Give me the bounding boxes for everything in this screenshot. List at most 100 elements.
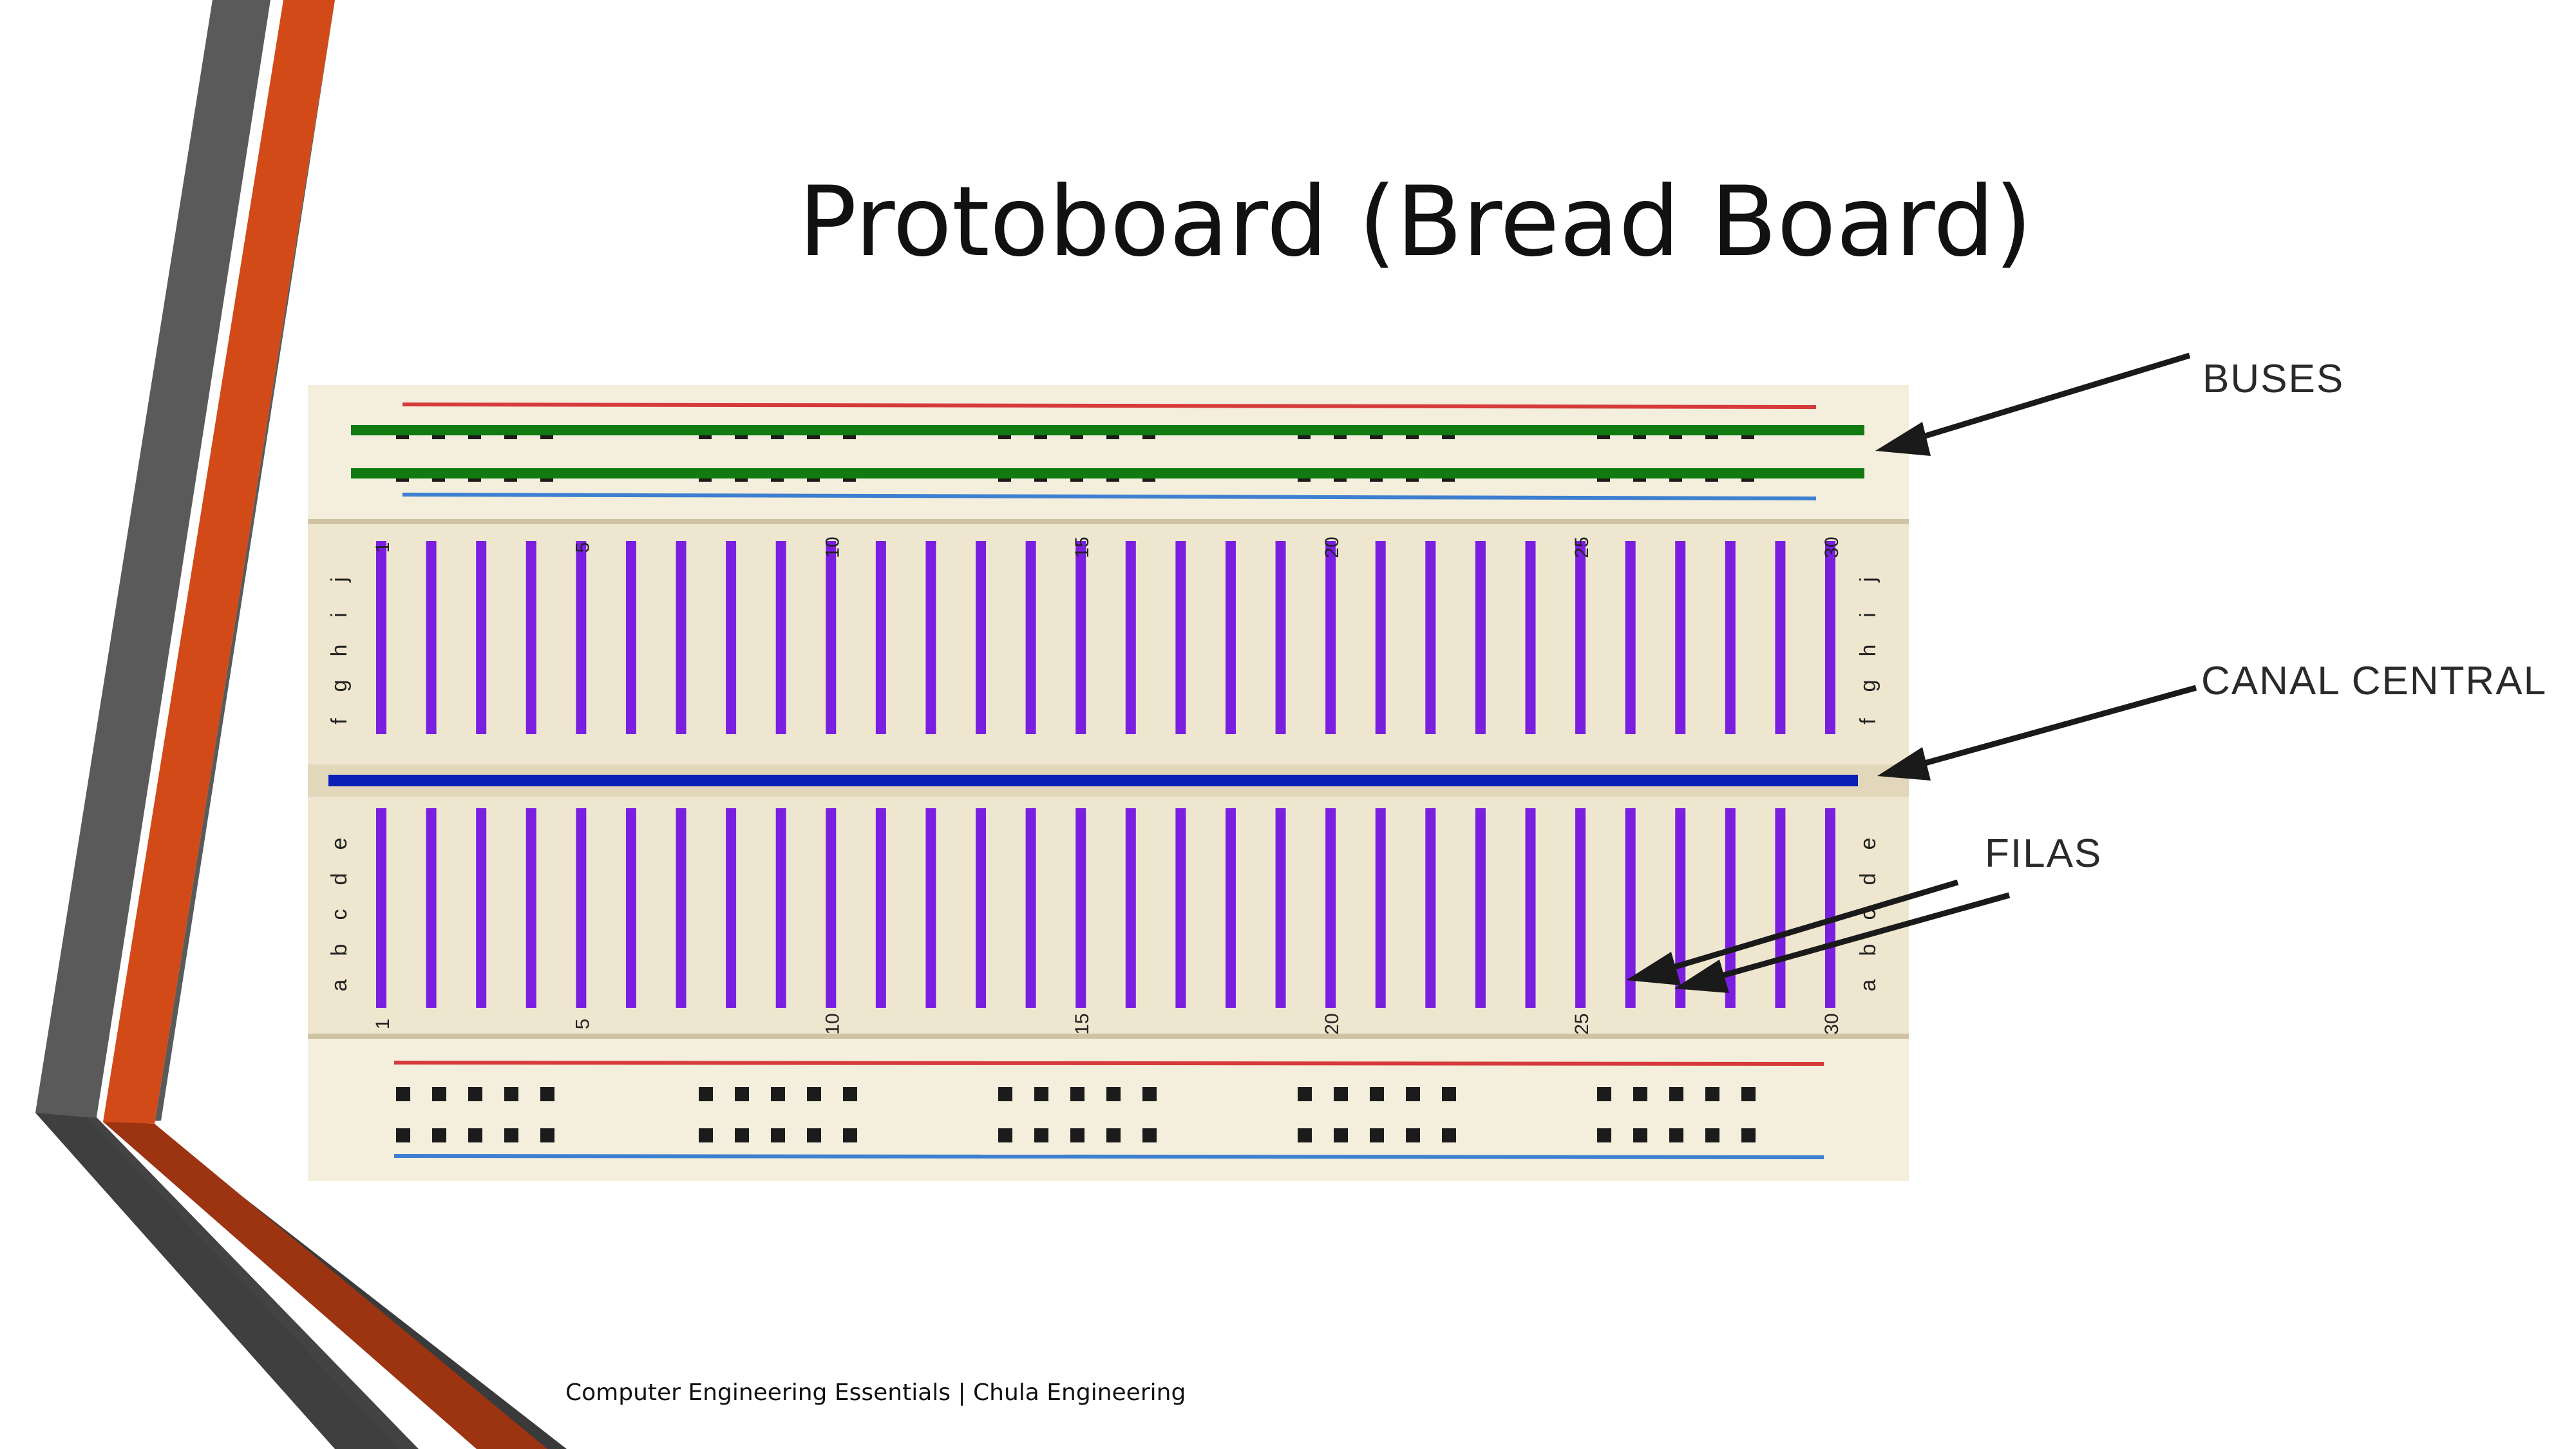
- column-number: 5: [572, 1019, 593, 1030]
- bus-hole: [1442, 1128, 1456, 1142]
- filas-arrow-1: [1638, 879, 1959, 981]
- filas-arrowhead-1: [1626, 952, 1681, 985]
- decorative-chevron: [35, 0, 567, 1449]
- bus-hole: [843, 1128, 857, 1142]
- buses-arrowhead: [1875, 422, 1931, 456]
- filas-arrow-2: [1686, 892, 2011, 989]
- slide-footer: Computer Engineering Essentials | Chula …: [565, 1379, 1186, 1406]
- bus-hole: [468, 1128, 482, 1142]
- column-number: 10: [822, 1013, 843, 1034]
- row-letter: g: [1856, 680, 1880, 692]
- row-letter: e: [327, 838, 352, 850]
- bus-hole: [1370, 1087, 1384, 1101]
- bus-hole: [1669, 1128, 1683, 1142]
- column-number: 20: [1321, 1013, 1343, 1034]
- column-number: 20: [1321, 536, 1343, 558]
- bus-hole: [540, 1087, 554, 1101]
- bus-hole: [1034, 1087, 1048, 1101]
- bus-hole: [699, 1128, 713, 1142]
- bus-hole: [1298, 1087, 1312, 1101]
- column-number: 5: [572, 542, 593, 553]
- row-letter: i: [327, 612, 352, 618]
- column-number: 25: [1571, 1013, 1593, 1034]
- bus-hole: [1669, 1087, 1683, 1101]
- canal-central-arrowhead: [1877, 747, 1931, 781]
- column-number: 1: [372, 542, 393, 553]
- column-number: 15: [1072, 536, 1093, 558]
- bus-hole: [699, 1087, 713, 1101]
- row-letter: a: [327, 979, 352, 991]
- bus-hole: [504, 1087, 518, 1101]
- bus-hole: [396, 1128, 410, 1142]
- top-blue-rail: [402, 493, 1817, 500]
- row-letter: f: [1856, 718, 1880, 724]
- bus-hole: [1633, 1128, 1647, 1142]
- row-letter: f: [327, 718, 352, 724]
- bus-hole: [1142, 1087, 1157, 1101]
- row-letter: b: [327, 944, 352, 956]
- bus-hole: [1106, 1087, 1121, 1101]
- bus-hole: [998, 1087, 1012, 1101]
- row-letter: j: [327, 577, 352, 583]
- bus-hole: [1741, 1087, 1756, 1101]
- bus-hole: [807, 1128, 821, 1142]
- bus-hole: [1034, 1128, 1048, 1142]
- bus-hole: [998, 1128, 1012, 1142]
- bus-hole: [1705, 1087, 1719, 1101]
- bus-hole: [1597, 1087, 1611, 1101]
- filas-label: FILAS: [1985, 831, 2103, 876]
- buses-arrow: [1886, 352, 2191, 451]
- bus-hole: [1741, 1128, 1756, 1142]
- bus-hole: [432, 1087, 446, 1101]
- bus-hole: [396, 1087, 410, 1101]
- bus-hole: [1070, 1087, 1084, 1101]
- bus-hole: [1070, 1128, 1084, 1142]
- annotation-arrows: [1626, 352, 2197, 993]
- column-number: 15: [1072, 1013, 1093, 1034]
- row-highlights: [376, 541, 1835, 1008]
- bottom-red-rail: [393, 1061, 1824, 1066]
- bus-hole: [771, 1087, 785, 1101]
- bus-hole: [1370, 1128, 1384, 1142]
- row-letter: i: [1856, 612, 1880, 618]
- row-letter: c: [327, 909, 352, 920]
- canal-central-label: CANAL CENTRAL: [2201, 659, 2548, 703]
- canal-central-arrow: [1889, 685, 2197, 776]
- row-letter: a: [1856, 979, 1880, 991]
- bus-hole: [843, 1087, 857, 1101]
- column-number: 1: [372, 1019, 393, 1030]
- bottom-blue-rail: [393, 1154, 1824, 1159]
- bus-hole: [1705, 1128, 1719, 1142]
- column-number: 30: [1821, 1013, 1842, 1034]
- bus-hole: [1334, 1128, 1348, 1142]
- bus-hole: [468, 1087, 482, 1101]
- row-letter: h: [327, 645, 352, 657]
- bus-hole: [1442, 1087, 1456, 1101]
- bottom-bus-holes: [396, 1087, 1756, 1142]
- row-letter: e: [1856, 838, 1880, 850]
- bus-hole: [1633, 1087, 1647, 1101]
- bus-hole: [432, 1128, 446, 1142]
- row-letter: h: [1856, 645, 1880, 657]
- bus-hole: [735, 1128, 749, 1142]
- column-number: 25: [1571, 536, 1593, 558]
- column-number: 30: [1821, 536, 1842, 558]
- buses-label: BUSES: [2202, 357, 2345, 401]
- bus-hole: [540, 1128, 554, 1142]
- row-letter: j: [1856, 577, 1880, 583]
- bus-hole: [1334, 1087, 1348, 1101]
- top-red-rail: [402, 402, 1817, 409]
- filas-arrowhead-2: [1674, 960, 1729, 993]
- bus-hole: [1298, 1128, 1312, 1142]
- bus-hole: [504, 1128, 518, 1142]
- row-letter: g: [327, 680, 352, 692]
- row-letter: d: [327, 873, 352, 886]
- row-letter: d: [1856, 873, 1880, 886]
- row-letter: b: [1856, 944, 1880, 956]
- bus-hole: [1597, 1128, 1611, 1142]
- slide-title: Protoboard (Bread Board): [799, 166, 2032, 278]
